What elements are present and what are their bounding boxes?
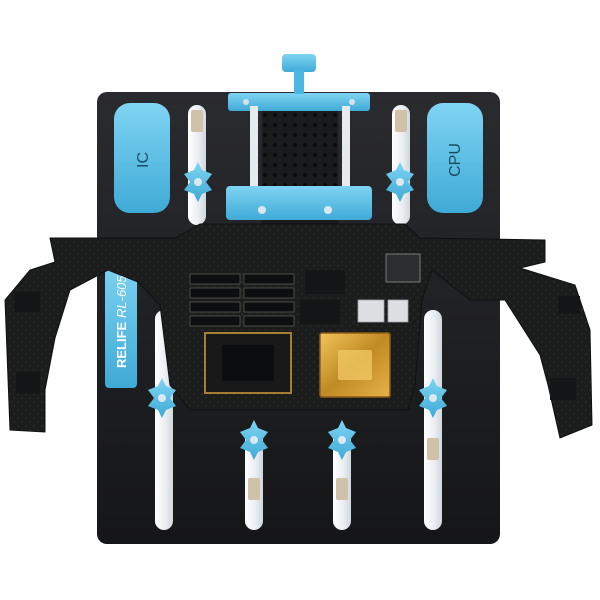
brand-strip: RELIFE RL-605 (105, 258, 137, 388)
motherboard (4, 223, 593, 439)
clamp-wing-icon[interactable] (240, 420, 268, 460)
cpu-chip (319, 332, 391, 398)
chip (558, 296, 580, 314)
ic-pad-label: IC (135, 152, 152, 168)
clamp-wing-icon[interactable] (148, 378, 176, 418)
chip (357, 299, 385, 323)
chip (550, 378, 576, 400)
clamp-wing-icon[interactable] (184, 162, 212, 202)
chip (16, 372, 40, 394)
clamp-wing-icon[interactable] (419, 378, 447, 418)
knob-icon[interactable] (282, 54, 316, 94)
ic-pad: IC (114, 103, 170, 213)
chip (300, 300, 340, 324)
chip (387, 299, 409, 323)
lower-rail-3[interactable] (333, 430, 351, 530)
top-clamp-assembly (226, 93, 372, 227)
clamp-wing-icon[interactable] (328, 420, 356, 460)
cpu-pad: CPU (427, 103, 483, 213)
gpu-chip (204, 332, 292, 394)
chip (305, 270, 345, 294)
model-label: RL-605 (114, 275, 129, 318)
cpu-pad-label: CPU (447, 143, 464, 177)
lower-rail-4[interactable] (424, 310, 442, 530)
lower-rail-2[interactable] (245, 430, 263, 530)
brand-label: RELIFE (114, 321, 129, 368)
ram-chips (189, 273, 295, 327)
clamp-wing-icon[interactable] (386, 162, 414, 202)
chip (14, 292, 40, 312)
chip (385, 253, 421, 283)
